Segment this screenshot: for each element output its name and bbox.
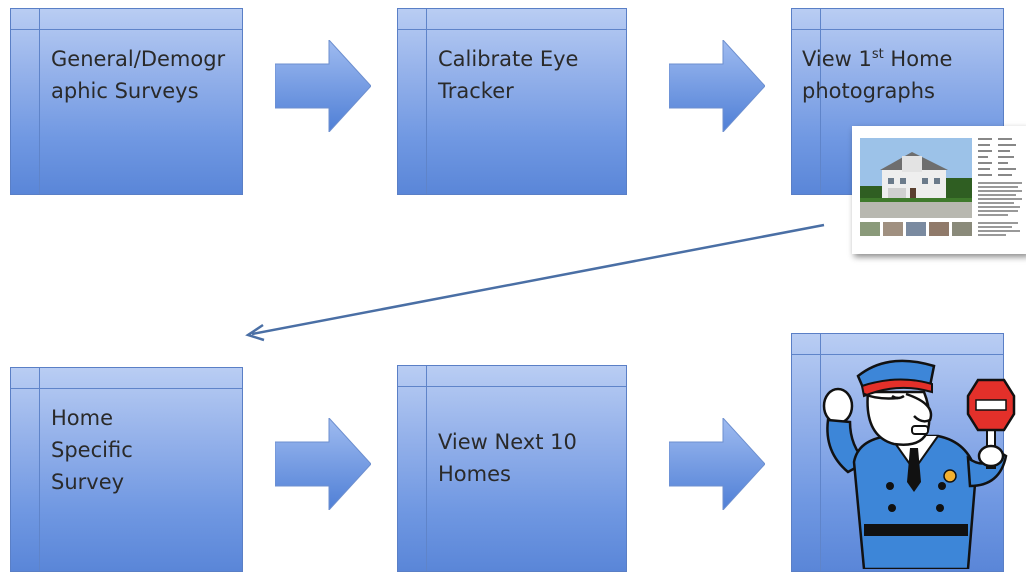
right-arrow-icon xyxy=(275,418,371,510)
step-calibrate-eye-tracker: Calibrate Eye Tracker xyxy=(397,8,627,195)
view-first-sup: st xyxy=(871,47,884,62)
step-home-specific-survey: Home Specific Survey xyxy=(10,367,243,572)
police-stop-sign-icon xyxy=(818,352,1023,569)
step-home-specific-label: Home Specific Survey xyxy=(51,406,133,494)
view-first-main: View 1 xyxy=(802,47,872,71)
view-first-rest: Home photographs xyxy=(802,47,953,103)
step-general-surveys: General/Demographic Surveys xyxy=(10,8,243,195)
step-view-first-home: View 1st Home photographs xyxy=(791,8,1004,195)
right-arrow-icon xyxy=(275,40,371,132)
house-listing-thumbnail xyxy=(852,126,1026,254)
right-arrow-icon xyxy=(669,40,765,132)
step-general-surveys-label: General/Demographic Surveys xyxy=(51,47,226,103)
step-calibrate-label: Calibrate Eye Tracker xyxy=(438,47,579,103)
step-view-first-label: View 1st Home photographs xyxy=(802,43,997,107)
step-view-next-label: View Next 10 Homes xyxy=(438,430,577,486)
step-view-next-homes: View Next 10 Homes xyxy=(397,365,627,572)
right-arrow-icon xyxy=(669,418,765,510)
